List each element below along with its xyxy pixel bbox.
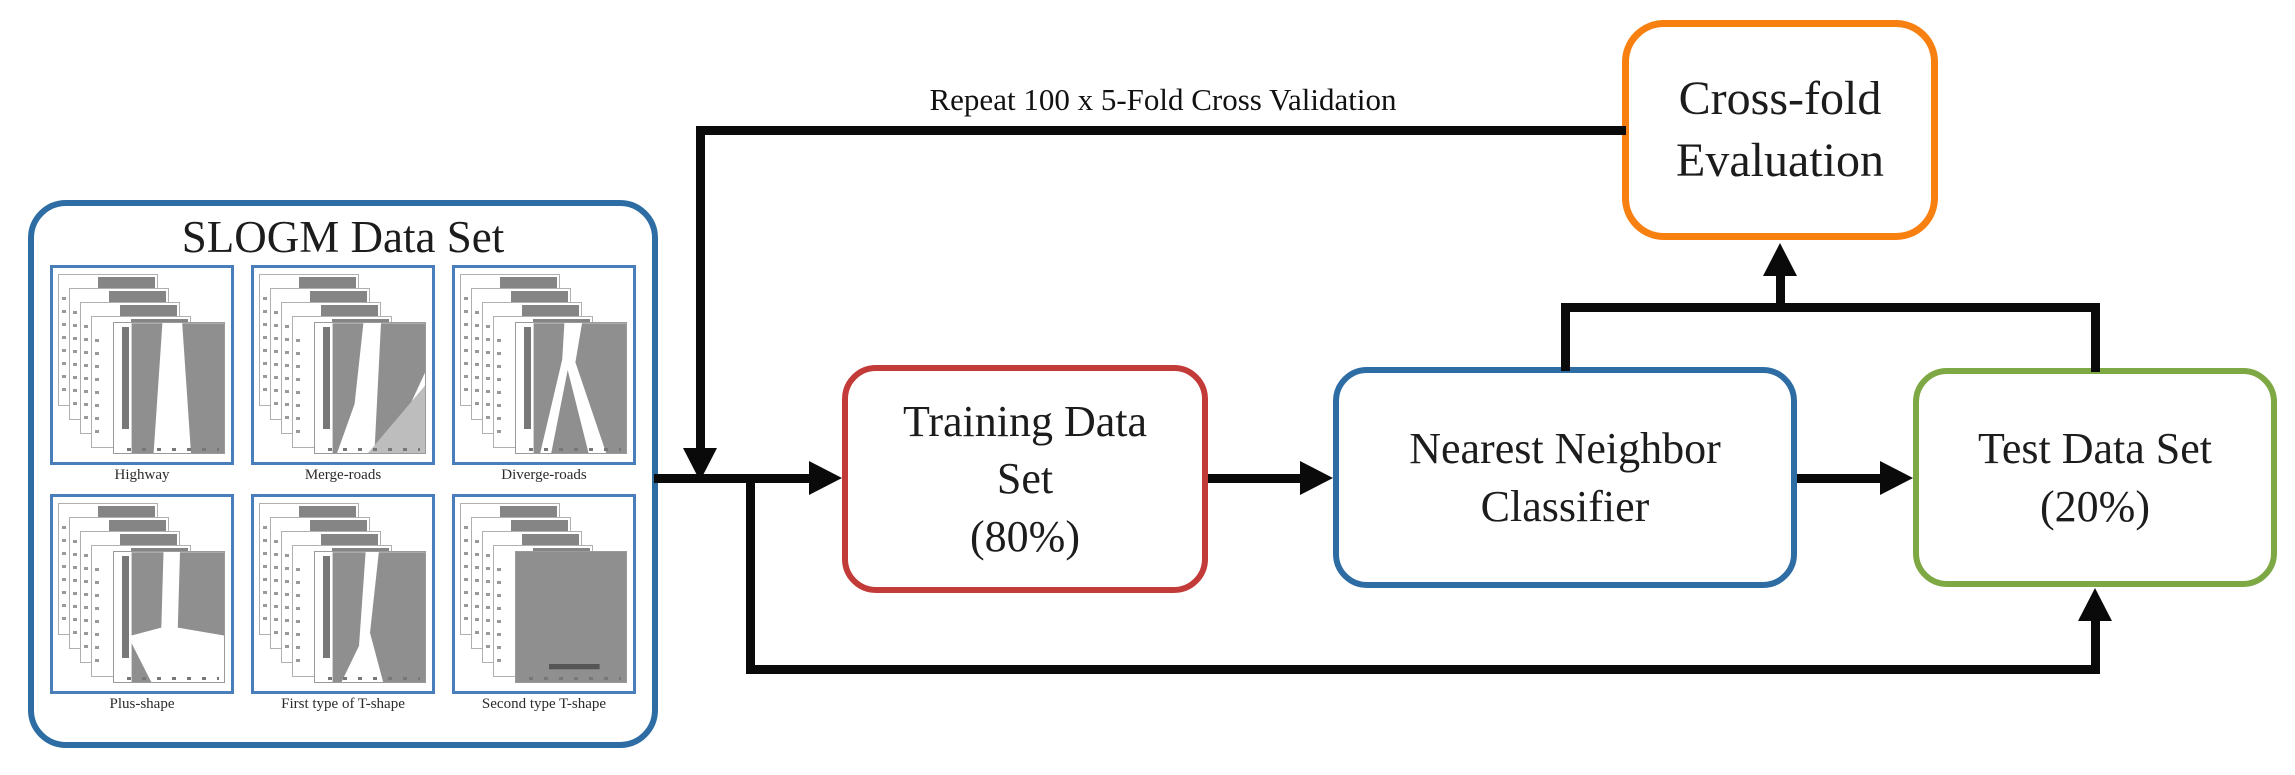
nearest-neighbor-classifier-node: Nearest Neighbor Classifier — [1333, 367, 1797, 588]
arrowhead-right-test — [1880, 461, 1913, 495]
stacked-plot-image — [452, 494, 636, 695]
dataset-title: SLOGM Data Set — [181, 212, 505, 262]
thumbnail-caption: Merge-roads — [304, 467, 382, 484]
thumbnail-second-t-shape: Second type T-shape — [452, 494, 636, 713]
thumbnail-caption: Plus-shape — [109, 696, 175, 713]
stacked-plot-image — [452, 265, 636, 466]
training-data-set-node: Training Data Set (80%) — [842, 365, 1208, 593]
thumbnail-caption: Second type T-shape — [481, 696, 607, 713]
training-to-classifier-line — [1208, 474, 1303, 483]
feedback-down-line — [696, 126, 705, 452]
thumbnail-plus-shape: Plus-shape — [50, 494, 234, 713]
bottom-route-line — [746, 665, 2100, 674]
dataset-to-training-line — [654, 474, 812, 483]
arrowhead-up-test — [2078, 588, 2112, 621]
thumbnail-merge-roads: Merge-roads — [251, 265, 435, 484]
arrowhead-right-training — [809, 461, 842, 495]
classifier-to-test-line — [1797, 474, 1883, 483]
thumbnail-caption: First type of T-shape — [281, 696, 405, 713]
feedback-arrow-label: Repeat 100 x 5-Fold Cross Validation — [929, 82, 1397, 117]
stacked-plot-image — [251, 265, 435, 466]
thumbnail-first-t-shape: First type of T-shape — [251, 494, 435, 713]
stacked-plot-image — [50, 494, 234, 695]
thumbnail-caption: Highway — [114, 467, 170, 484]
evaluation-up-line — [1776, 269, 1785, 312]
overhead-join-line — [1561, 303, 2100, 312]
cross-fold-evaluation-node: Cross-fold Evaluation — [1622, 20, 1938, 240]
bottom-up-line — [2091, 614, 2100, 674]
thumbnail-highway: Highway — [50, 265, 234, 484]
test-top-line — [2091, 303, 2100, 372]
arrowhead-right-classifier — [1300, 461, 1333, 495]
classifier-top-line — [1561, 307, 1570, 371]
stacked-plot-image — [50, 265, 234, 466]
arrowhead-up-evaluation — [1763, 243, 1797, 276]
thumbnail-grid: Highway Merge-roads Diverge-roads — [34, 261, 652, 713]
slogm-dataset-box: SLOGM Data Set Highway Merge-roads — [28, 200, 658, 748]
split-branch-down-line — [746, 474, 755, 674]
test-data-set-node: Test Data Set (20%) — [1913, 368, 2277, 587]
feedback-top-line — [700, 126, 1626, 135]
thumbnail-caption: Diverge-roads — [501, 467, 587, 484]
stacked-plot-image — [251, 494, 435, 695]
thumbnail-diverge-roads: Diverge-roads — [452, 265, 636, 484]
